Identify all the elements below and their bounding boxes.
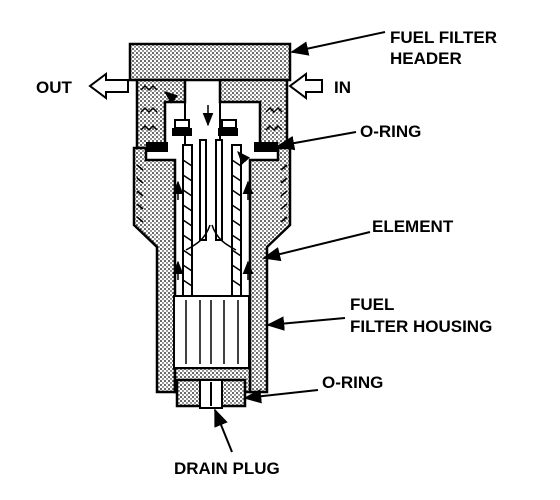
leader-lines — [214, 31, 386, 453]
out-arrow — [88, 72, 129, 100]
filter-header — [128, 42, 292, 150]
label-fuel-filter-housing-line2: FILTER HOUSING — [350, 317, 492, 336]
label-drain-plug: DRAIN PLUG — [174, 459, 280, 478]
label-o-ring-top: O-RING — [360, 122, 421, 141]
label-out: OUT — [36, 78, 73, 97]
flow-arrows — [163, 91, 254, 280]
label-fuel-filter-header-line1: FUEL FILTER — [390, 28, 497, 47]
label-element: ELEMENT — [372, 217, 454, 236]
in-arrow — [288, 72, 323, 100]
label-fuel-filter-housing-line1: FUEL — [350, 295, 394, 314]
filter-element — [173, 139, 250, 369]
label-fuel-filter-header-line2: HEADER — [390, 49, 462, 68]
label-in: IN — [334, 78, 351, 97]
o-ring-top — [146, 142, 278, 152]
label-o-ring-bottom: O-RING — [322, 373, 383, 392]
